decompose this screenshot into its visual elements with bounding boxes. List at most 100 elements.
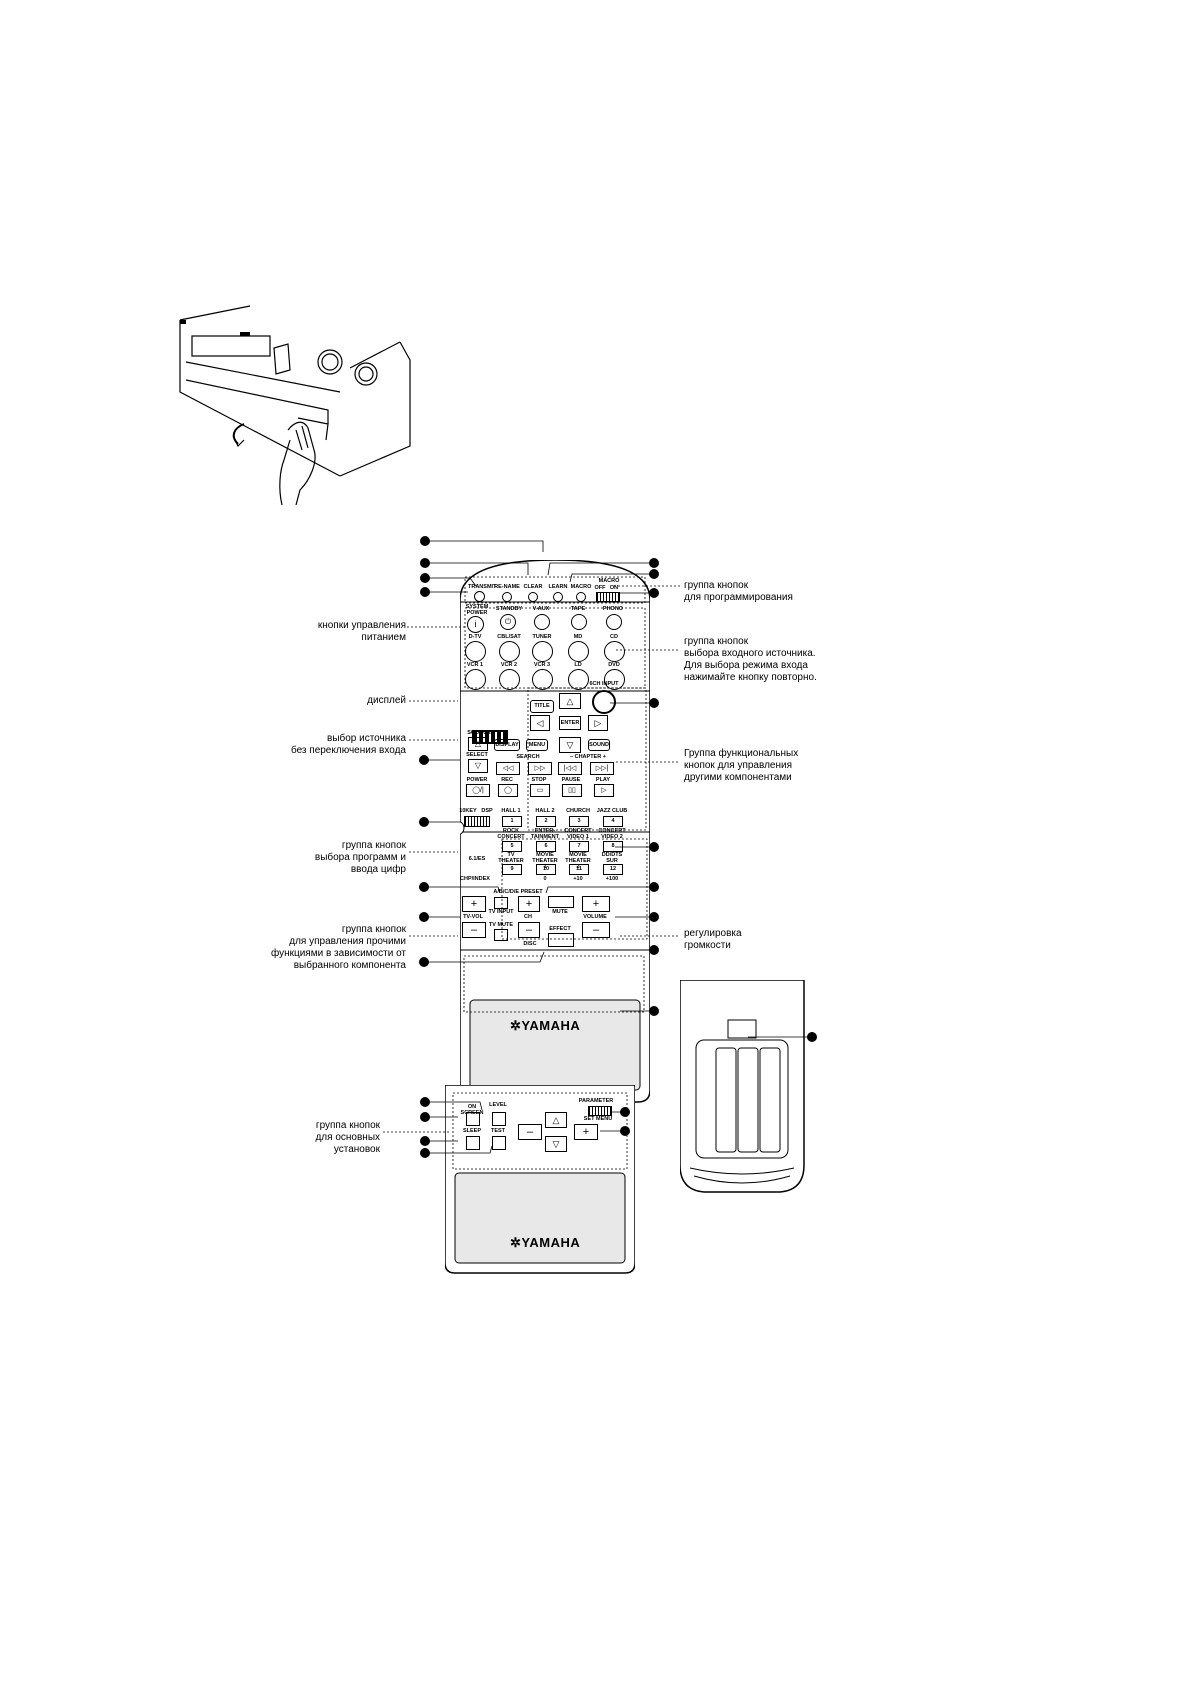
annotation-basic-settings: группа кнопок для основных установок [315, 1120, 380, 1155]
rock-label: ROCK CONCERT [497, 828, 525, 840]
set-up-button[interactable]: △ [545, 1112, 567, 1128]
learn-label: LEARN [548, 584, 568, 590]
cd-button[interactable] [604, 641, 625, 662]
tv-vol-down-button[interactable]: – [462, 922, 486, 938]
level-button[interactable] [492, 1112, 506, 1126]
rec-button[interactable]: ◯ [498, 784, 518, 797]
concert-video1-label: CONCERT VIDEO 1 [564, 828, 592, 840]
power-label: POWER [466, 777, 488, 783]
ch-up-button[interactable]: + [518, 896, 540, 912]
key-5[interactable]: 5 [502, 841, 522, 852]
display-button[interactable]: DISPLAY [494, 739, 520, 751]
phono-label: PHONO [602, 606, 624, 612]
power-button[interactable]: ◯/| [466, 784, 490, 797]
menu-button[interactable]: MENU [526, 739, 548, 751]
input-6ch-label: 6CH INPUT [589, 681, 619, 687]
stop-button[interactable]: ▭ [530, 784, 550, 797]
set-plus-button[interactable]: + [574, 1124, 598, 1140]
dvd-label: DVD [608, 662, 620, 668]
macro-switch-label: MACRO [598, 578, 620, 584]
preset-button[interactable] [494, 897, 508, 909]
phono-button[interactable] [606, 614, 622, 630]
transmit-indicator [474, 591, 485, 602]
search-forward-button[interactable]: ▷▷ [528, 762, 552, 775]
tape-button[interactable] [571, 614, 587, 630]
key-10[interactable]: 10 [536, 864, 556, 875]
set-minus-button[interactable]: – [518, 1124, 542, 1140]
cblsat-button[interactable] [499, 641, 520, 662]
standby-button[interactable]: ⏻ [500, 614, 516, 630]
volume-down-button[interactable]: – [582, 922, 610, 938]
parameter-switch[interactable] [588, 1106, 612, 1116]
source-down-button[interactable]: ▽ [468, 759, 488, 773]
dvd-button[interactable] [604, 669, 625, 690]
key-8[interactable]: 8 [603, 841, 623, 852]
rec-label: REC [501, 777, 513, 783]
vaux-button[interactable] [534, 614, 550, 630]
nav-down-button[interactable]: ▽ [559, 737, 581, 753]
vcr2-button[interactable] [499, 669, 520, 690]
md-button[interactable] [568, 641, 589, 662]
vcr2-label: VCR 2 [500, 662, 518, 668]
key-7[interactable]: 7 [569, 841, 589, 852]
key-3[interactable]: 3 [569, 816, 589, 827]
source-up-button[interactable]: △ [468, 737, 488, 751]
key-2[interactable]: 2 [536, 816, 556, 827]
rename-button[interactable] [502, 592, 512, 602]
dtv-button[interactable] [465, 641, 486, 662]
test-label: TEST [490, 1128, 506, 1134]
nav-left-button[interactable]: ◁ [530, 715, 550, 731]
key-4[interactable]: 4 [603, 816, 623, 827]
test-button[interactable] [492, 1136, 506, 1150]
tenkey-dsp-switch[interactable] [464, 816, 490, 827]
effect-label: EFFECT [549, 926, 571, 932]
nav-right-button[interactable]: ▷ [588, 715, 608, 731]
entertainment-label: ENTER-TAINMENT [530, 828, 559, 840]
key-9[interactable]: 9 [502, 864, 522, 875]
on-screen-button[interactable] [466, 1112, 480, 1126]
key-12[interactable]: 12 [603, 864, 623, 875]
key-11[interactable]: 11 [569, 864, 589, 875]
mute-button[interactable] [548, 896, 574, 908]
concert-video2-label: CONCERT VIDEO 2 [598, 828, 626, 840]
set-down-button[interactable]: ▽ [545, 1136, 567, 1152]
annotation-power: кнопки управления питанием [317, 620, 406, 643]
macro-switch[interactable] [596, 592, 620, 602]
key-0-label: 0 [543, 876, 547, 882]
effect-button[interactable] [548, 933, 574, 947]
key-plus10-label: +10 [573, 876, 583, 882]
chapter-next-button[interactable]: ▷▷| [590, 762, 614, 775]
nav-up-button[interactable]: △ [559, 693, 581, 709]
ch-down-button[interactable]: – [518, 922, 540, 938]
tuner-button[interactable] [532, 641, 553, 662]
sleep-button[interactable] [466, 1136, 480, 1150]
rename-label: RE-NAME [494, 584, 520, 590]
learn-button[interactable] [553, 592, 563, 602]
annotation-programming: группа кнопок для программирования [684, 580, 793, 603]
tv-vol-up-button[interactable]: + [462, 896, 486, 912]
title-button[interactable]: TITLE [530, 700, 554, 713]
play-button[interactable]: ▷ [594, 784, 614, 797]
vcr3-button[interactable] [532, 669, 553, 690]
key-6[interactable]: 6 [536, 841, 556, 852]
macro-button[interactable] [576, 592, 586, 602]
cblsat-label: CBL/SAT [497, 634, 521, 640]
vcr1-button[interactable] [465, 669, 486, 690]
on-screen-label: ON SCREEN [460, 1104, 484, 1116]
chapter-label: – CHAPTER + [570, 754, 606, 760]
key-1[interactable]: 1 [502, 816, 522, 827]
enter-button[interactable]: ENTER [559, 716, 581, 730]
search-back-button[interactable]: ◁◁ [496, 762, 520, 775]
yamaha-logo-main: ✲YAMAHA [510, 1018, 581, 1033]
ld-button[interactable] [568, 669, 589, 690]
sound-button[interactable]: SOUND [588, 739, 610, 751]
chapter-prev-button[interactable]: |◁◁ [558, 762, 582, 775]
volume-up-button[interactable]: + [582, 896, 610, 912]
clear-button[interactable] [528, 592, 538, 602]
disc-label: DISC [523, 941, 537, 947]
input-6ch-button[interactable] [592, 690, 616, 714]
pause-label: PAUSE [561, 777, 581, 783]
tv-mute-button[interactable] [494, 929, 508, 941]
system-power-button[interactable]: i [467, 616, 484, 633]
pause-button[interactable]: ▯▯ [562, 784, 582, 797]
